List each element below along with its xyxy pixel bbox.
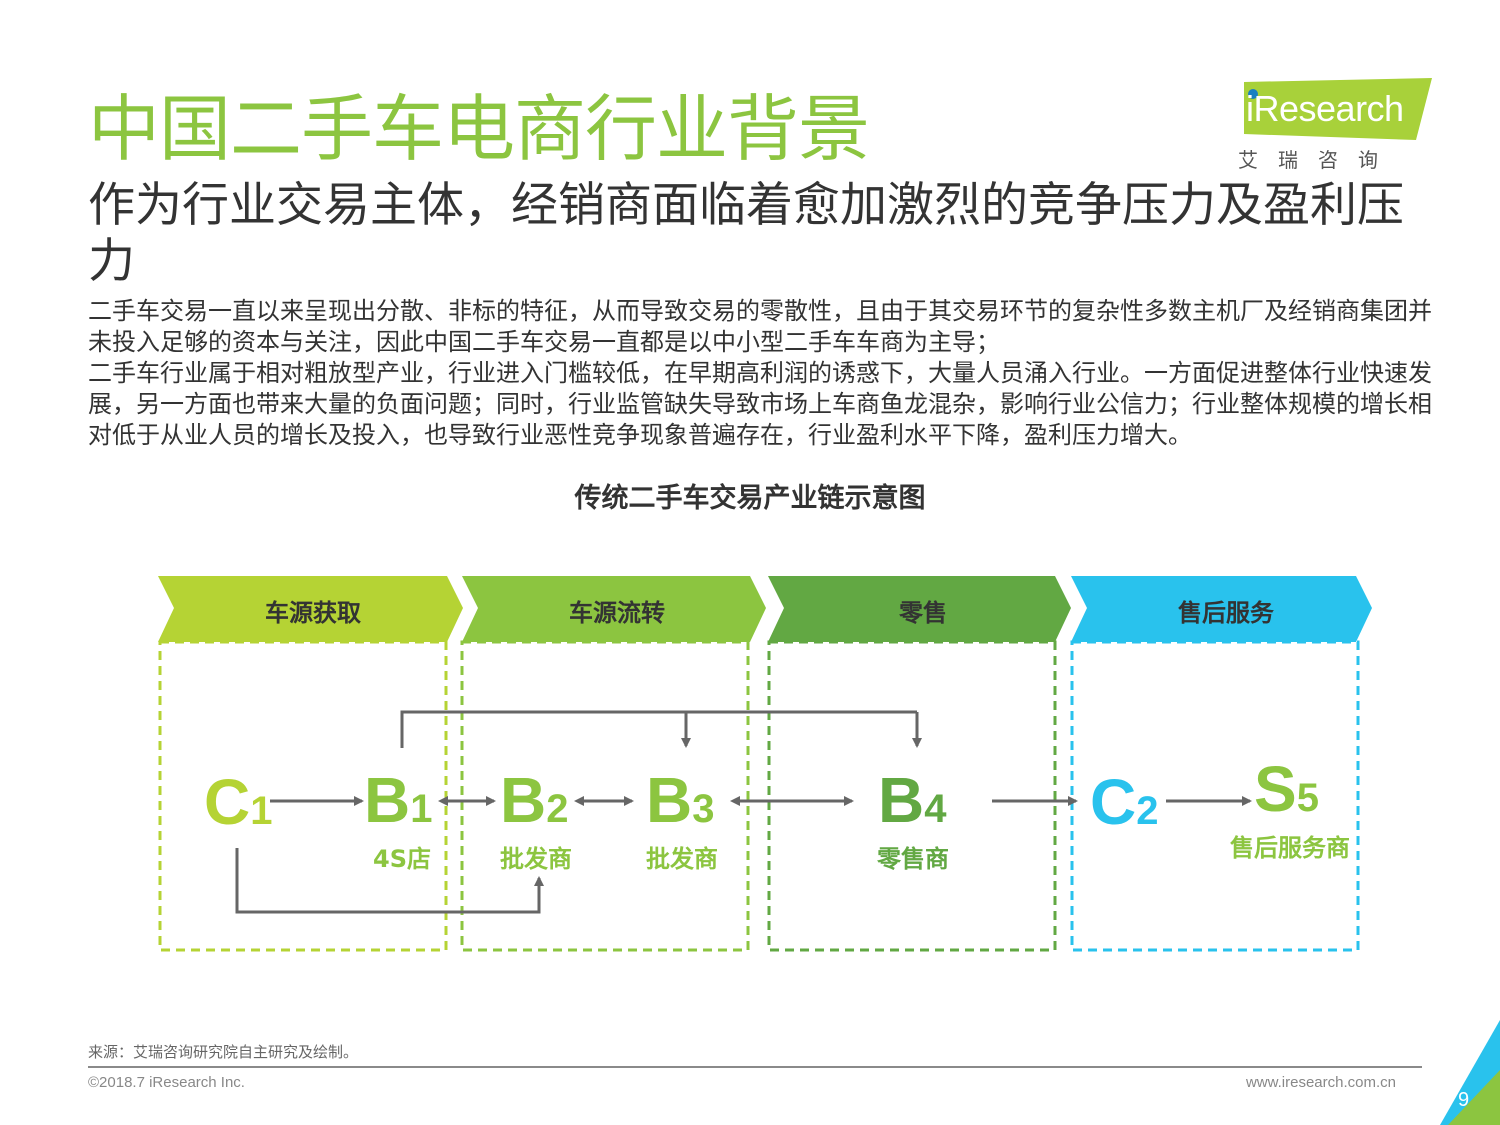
node-s5: S5 [1254,757,1319,821]
node-b3-subscript: 3 [692,787,715,831]
node-s5-label: 售后服务商 [1230,834,1350,862]
stage-chevron-retail [768,576,1071,642]
node-s5-letter: S [1254,753,1297,825]
diagram-title: 传统二手车交易产业链示意图 [574,483,926,514]
stage-chevron-after-sales [1071,576,1372,642]
stage-box-retail [767,640,1057,952]
node-b3: B3 [646,768,714,832]
node-b2-label: 批发商 [500,845,572,873]
stage-label-after-sales: 售后服务 [1178,599,1274,627]
iresearch-logo: iResearch 艾瑞咨询 [1236,78,1432,174]
stage-label-retail: 零售 [899,599,947,627]
node-b4-letter: B [878,764,925,836]
node-b3-label: 批发商 [646,845,718,873]
stage-box-after-sales [1070,640,1360,952]
node-b1-label: 4S店 [373,845,431,873]
paragraph-2: 二手车行业属于相对粗放型产业，行业进入门槛较低，在早期高利润的诱惑下，大量人员涌… [88,359,1432,449]
node-c1-letter: C [204,766,251,838]
corner-decoration [1440,1020,1500,1125]
connector-b1-top [400,710,917,748]
logo-chinese-name: 艾瑞咨询 [1238,148,1398,172]
node-b4: B4 [878,768,946,832]
node-c2-subscript: 2 [1136,789,1159,833]
node-c1-subscript: 1 [250,789,273,833]
node-b1-subscript: 1 [410,787,433,831]
page-subtitle: 作为行业交易主体，经销商面临着愈加激烈的竞争压力及盈利压力 [88,178,1404,289]
logo-banner-shape [1244,78,1432,140]
node-b2-letter: B [500,764,547,836]
logo-research-text: Research [1253,88,1405,129]
node-c1: C1 [204,770,272,834]
node-b3-letter: B [646,764,693,836]
source-note: 来源：艾瑞咨询研究院自主研究及绘制。 [88,1043,359,1061]
node-b2-subscript: 2 [546,787,569,831]
stage-chevron-circulation [462,576,766,642]
logo-wordmark: iResearch [1246,88,1404,130]
node-b4-subscript: 4 [924,787,947,831]
stage-label-circulation: 车源流转 [569,599,665,627]
stage-label-sourcing: 车源获取 [265,599,361,627]
node-s5-subscript: 5 [1296,776,1319,820]
connector-c1-b2 [235,848,544,914]
paragraph-1: 二手车交易一直以来呈现出分散、非标的特征，从而导致交易的零散性，且由于其交易环节… [88,297,1432,356]
node-b1: B1 [364,768,432,832]
node-b2: B2 [500,768,568,832]
node-c2: C2 [1090,770,1158,834]
node-b1-letter: B [364,764,411,836]
page-title: 中国二手车电商行业背景 [88,87,870,171]
stage-chevron-sourcing [158,576,463,642]
footer-divider [88,1066,1422,1068]
website-link[interactable]: www.iresearch.com.cn [1245,1074,1396,1091]
page-number: 9 [1458,1089,1470,1111]
logo-i-letter: i [1246,88,1254,129]
node-b4-label: 零售商 [877,845,949,873]
copyright: ©2018.7 iResearch Inc. [88,1074,245,1091]
node-c2-letter: C [1090,766,1137,838]
